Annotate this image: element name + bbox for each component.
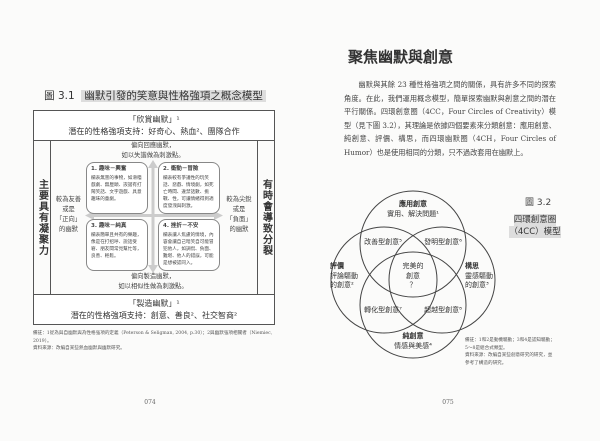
figure-notes: 備註：1從為與自幽默與為性格強項的定義（Peterson & Seligman,…	[33, 331, 273, 351]
left-axis-label: 較為友善或是「正向」的幽默	[55, 196, 82, 233]
page-number-right: 075	[442, 399, 454, 406]
figure-3-2-notes: 備註：1和2是動機驅動；3和4是認知驅動；5～8是組合式類型。資料來源：改編自某…	[465, 338, 555, 366]
body-paragraph: 幽默與其餘 23 種性格強項之間的關係，具有許多不同的探索角度。在此，我們運用概…	[344, 80, 556, 157]
venn-bottom-label: 純創意情感與美感⁴	[394, 332, 432, 350]
venn-overlap-invent: 發明型創意⁶	[424, 238, 462, 246]
circle-evaluation	[330, 226, 438, 334]
figure-title: 圖 3.1 幽默引發的笑意與性格強項之概念模型	[40, 88, 270, 103]
venn-overlap-transcend: 超越型創意⁸	[424, 306, 462, 314]
circle-applied	[359, 190, 467, 298]
page-number-left: 074	[144, 399, 156, 406]
venn-top-label: 應用創意實用、解決問題¹	[387, 200, 439, 218]
venn-left-label: 評價評論驅動的創意²	[330, 262, 358, 289]
right-side-label: 有時會導致分裂	[257, 140, 275, 295]
venn-right-label: 構思靈感驅動的創意³	[465, 262, 493, 289]
venn-overlap-transform: 轉化型創意⁷	[364, 306, 402, 314]
left-side-label: 主要具有凝聚力	[33, 140, 51, 295]
figure-3-2-label: 圖 3.2	[525, 198, 552, 208]
venn-overlap-improve: 改善型創意⁵	[364, 238, 402, 246]
circle-pure	[359, 251, 467, 359]
quadrant-4: 4. 挫折－不安欄表讓人焦慮的情境，內容會讓自己暗笑自可能冒犯他人，如調侃、負面…	[158, 219, 220, 271]
right-axis-label: 較為尖銳或是「負面」的幽默	[226, 196, 252, 233]
figure-3-2-title: 四環創意圈（4CC）模型	[509, 214, 561, 238]
quadrant-1: 1. 趣味－興奮欄表無害的事物，如滑稽戲劇、無厘頭、詼諧有打鬧笑話、文字遊戲、具…	[86, 162, 148, 214]
top-axis-label: 偏向回應幽默，如以失諧做為刺激點。	[121, 142, 185, 159]
axis-arrows	[85, 160, 223, 273]
quadrant-2: 2. 衝動－冒險欄表較有爭議性的玩笑話、惡戲、情境劇，如死亡時間、違禁話數、挑戰…	[158, 162, 220, 214]
circle-ideation	[388, 226, 496, 334]
section-heading: 聚焦幽默與創意	[348, 48, 454, 66]
quadrant-3: 3. 趣味－純真欄表簡單且共有的樂趣，像是在打招呼、說話受窘、朋友間常見幫忙等，…	[86, 219, 148, 271]
bottom-axis-label: 偏向製造幽默，如以相似性做為刺激點。	[118, 273, 188, 290]
venn-center-label: 完美的創意？	[402, 262, 424, 289]
